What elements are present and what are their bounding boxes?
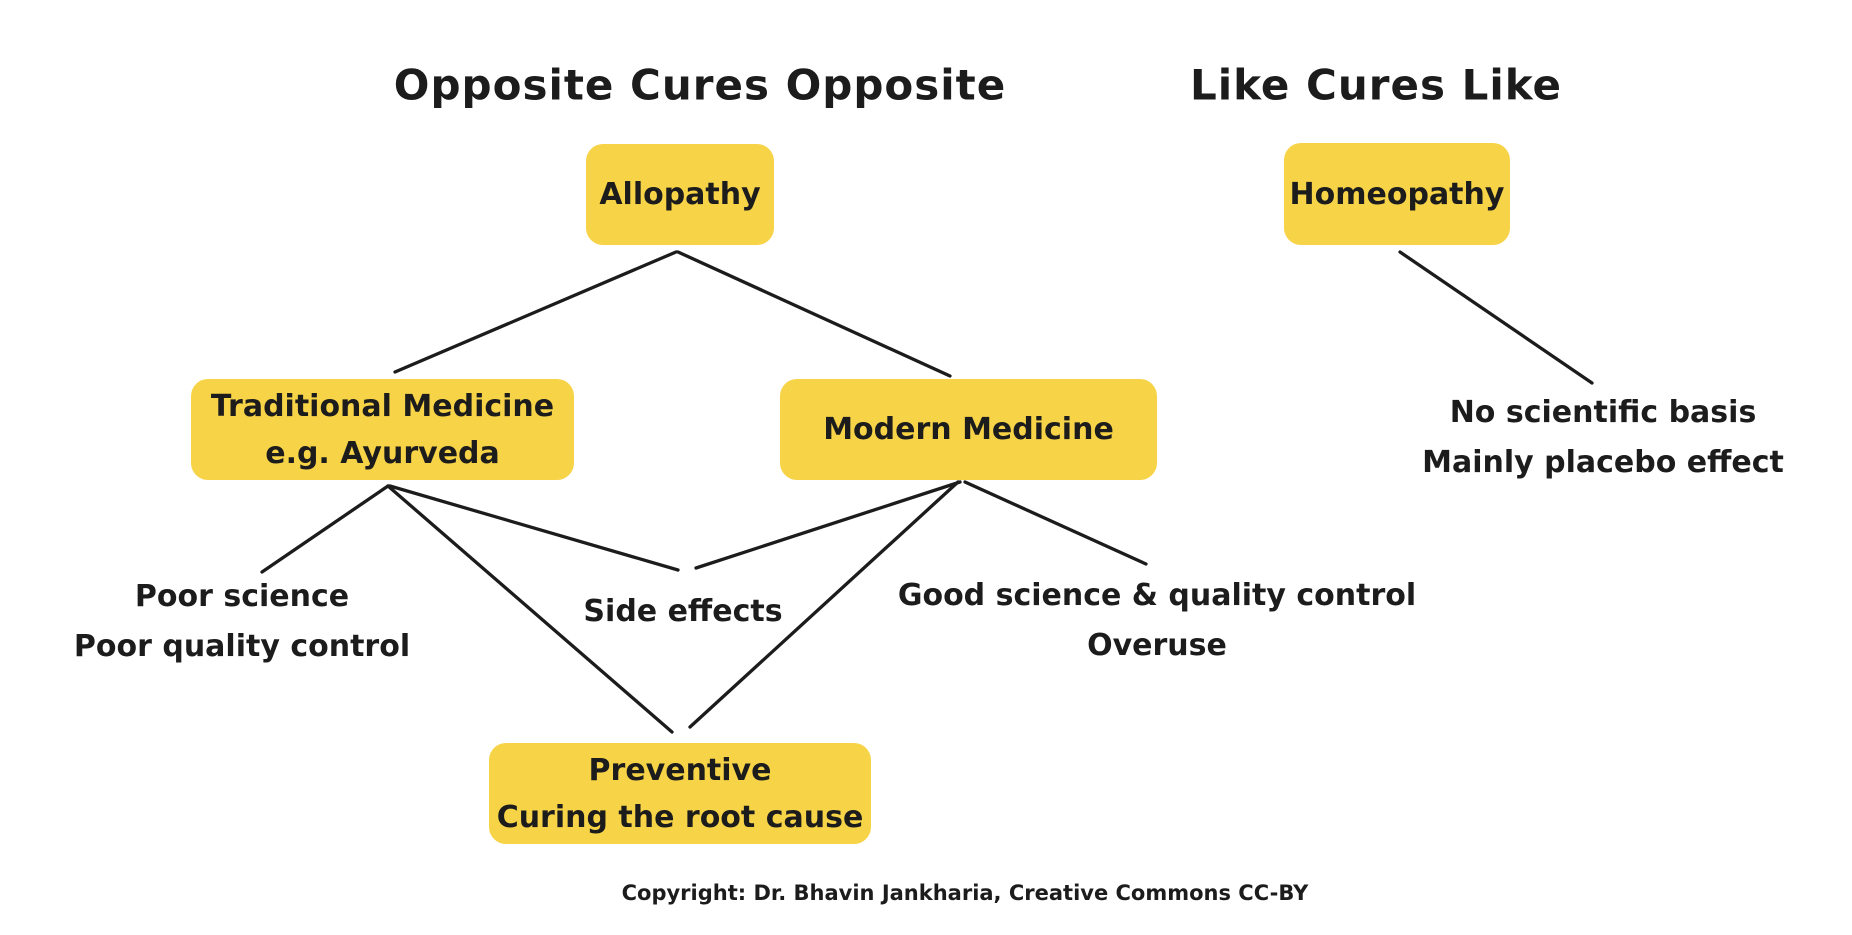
node-allopathy: Allopathy (586, 144, 774, 245)
node-homeopathy-label: Homeopathy (1289, 176, 1505, 212)
section-title-like-cures-like: Like Cures Like (1189, 60, 1563, 110)
node-preventive-line1: Preventive (588, 752, 772, 788)
connector-traditional-preventive (386, 484, 674, 734)
annotation-no-scientific-basis-line1: No scientific basis (1449, 395, 1757, 430)
node-traditional-medicine: Traditional Medicine e.g. Ayurveda (191, 379, 574, 480)
connector-traditional-side-effects (388, 484, 680, 572)
annotation-side-effects: Side effects (583, 587, 782, 637)
node-homeopathy: Homeopathy (1284, 143, 1510, 245)
connector-homeopathy-no-basis (1398, 250, 1594, 385)
annotation-no-scientific-basis: No scientific basis Mainly placebo effec… (1422, 388, 1784, 488)
annotation-good-science-line1: Good science & quality control (897, 578, 1417, 613)
node-traditional-medicine-line2: e.g. Ayurveda (265, 435, 500, 471)
node-preventive-line2: Curing the root cause (496, 799, 864, 835)
copyright-notice: Copyright: Dr. Bhavin Jankharia, Creativ… (621, 881, 1309, 905)
connector-modern-good-science (963, 480, 1148, 566)
connector-allopathy-traditional (393, 250, 678, 374)
node-modern-medicine: Modern Medicine (780, 379, 1157, 480)
annotation-poor-science-line1: Poor science (134, 579, 350, 614)
section-title-opposite-cures-opposite: Opposite Cures Opposite (393, 60, 1007, 110)
connector-allopathy-modern (676, 250, 952, 378)
node-allopathy-label: Allopathy (599, 177, 761, 212)
annotation-no-scientific-basis-line2: Mainly placebo effect (1422, 445, 1784, 480)
annotation-side-effects-label: Side effects (583, 594, 783, 629)
connector-traditional-poor-science (260, 484, 390, 574)
node-traditional-medicine-line1: Traditional Medicine (210, 388, 555, 424)
connector-modern-side-effects (694, 480, 962, 570)
annotation-poor-science-line2: Poor quality control (73, 629, 411, 664)
annotation-good-science: Good science & quality control Overuse (898, 571, 1416, 671)
node-preventive: Preventive Curing the root cause (489, 743, 871, 844)
connector-modern-preventive (688, 480, 960, 729)
annotation-poor-science: Poor science Poor quality control (74, 572, 410, 672)
node-modern-medicine-label: Modern Medicine (823, 412, 1114, 447)
annotation-good-science-line2: Overuse (1087, 628, 1227, 663)
